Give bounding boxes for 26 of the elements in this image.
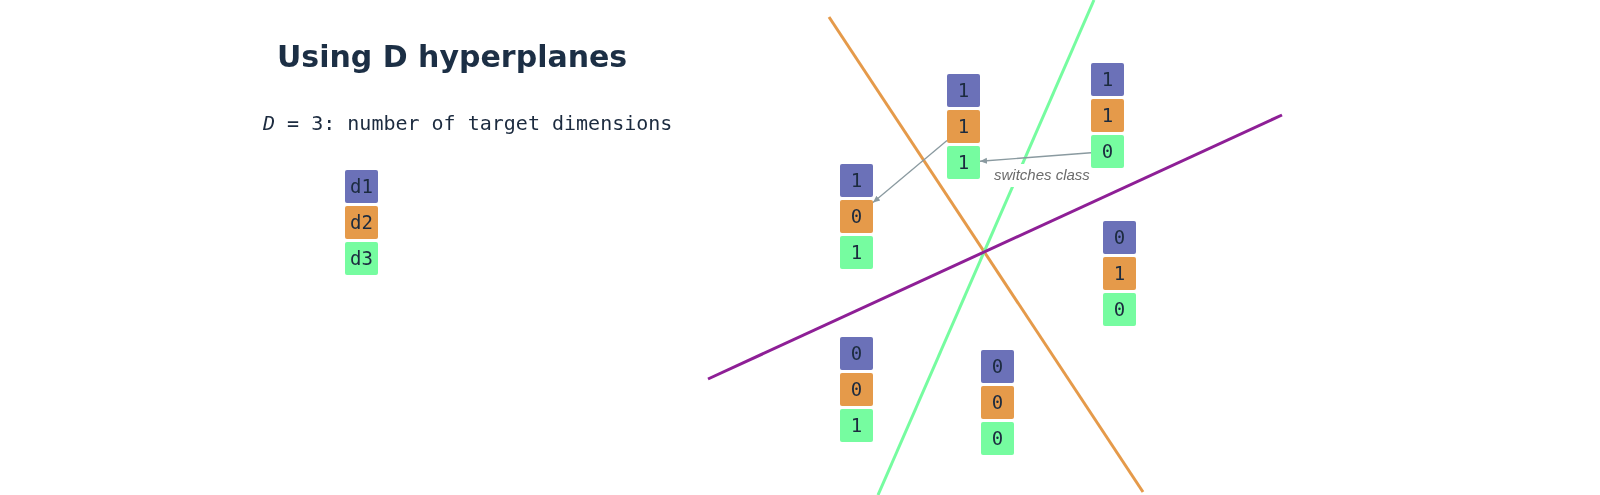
dimension-cell: 0 xyxy=(1103,293,1136,326)
dimension-cell: 1 xyxy=(947,110,980,143)
title: Using D hyperplanes xyxy=(277,38,628,76)
dimension-cell: 0 xyxy=(1091,135,1124,168)
dimension-cell: 1 xyxy=(947,146,980,179)
dimension-cell: 1 xyxy=(1091,99,1124,132)
dimension-cell: 0 xyxy=(981,422,1014,455)
dimension-cell: 1 xyxy=(840,164,873,197)
dimension-cell: 0 xyxy=(840,373,873,406)
arrow xyxy=(979,152,1092,164)
edge-label: switches class xyxy=(993,164,1091,187)
dimension-cell: 0 xyxy=(981,350,1014,383)
dimension-cell: 0 xyxy=(1103,221,1136,254)
dimension-cell: 1 xyxy=(840,409,873,442)
formula-text: D = 3: number of target dimensions xyxy=(263,110,673,137)
arrow xyxy=(872,139,948,204)
dimension-cell: 1 xyxy=(947,74,980,107)
dimension-cell: 1 xyxy=(1103,257,1136,290)
dimension-cell: 0 xyxy=(840,200,873,233)
dimension-cell: 0 xyxy=(981,386,1014,419)
dimension-cell: d3 xyxy=(345,242,378,275)
dimension-cell: d1 xyxy=(345,170,378,203)
dimension-cell: d2 xyxy=(345,206,378,239)
dimension-cell: 1 xyxy=(840,236,873,269)
dimension-cell: 0 xyxy=(840,337,873,370)
dimension-cell: 1 xyxy=(1091,63,1124,96)
